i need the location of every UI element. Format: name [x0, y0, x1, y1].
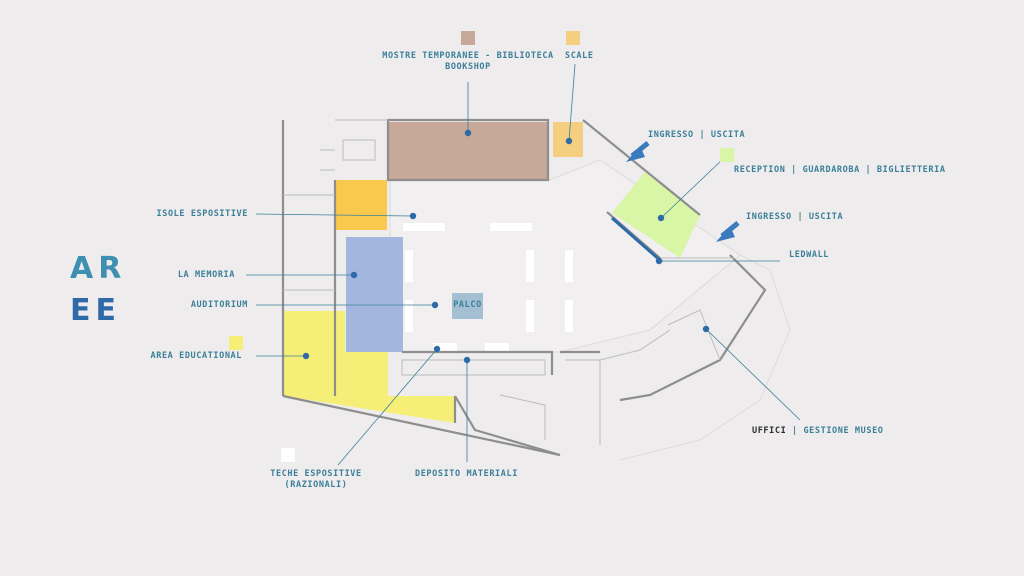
label-gestione: | GESTIONE MUSEO — [786, 426, 884, 436]
label-ledwall: LEDWALL — [789, 250, 830, 260]
palco-area — [452, 293, 483, 319]
teche-cases — [403, 223, 573, 351]
page-title-line-2: EE — [70, 293, 121, 328]
reception-area — [612, 172, 700, 258]
location-dots — [302, 129, 710, 364]
label-palco: PALCO — [453, 300, 482, 310]
educational-area — [284, 311, 455, 423]
label-scale: SCALE — [565, 51, 594, 61]
swatch-teche — [281, 448, 295, 462]
label-educational: AREA EDUCATIONAL — [150, 351, 242, 361]
entrance-arrow-1 — [626, 141, 650, 162]
label-isole: ISOLE ESPOSITIVE — [156, 209, 248, 219]
label-mostre: MOSTRE TEMPORANEE - BIBLIOTECA — [382, 51, 554, 61]
label-ingresso-2: INGRESSO | USCITA — [746, 212, 844, 222]
label-uffici: UFFICI | GESTIONE MUSEO — [752, 426, 884, 437]
label-bookshop: BOOKSHOP — [445, 62, 491, 72]
label-reception: RECEPTION | GUARDAROBA | BIGLIETTERIA — [734, 165, 946, 175]
label-teche-2: (RAZIONALI) — [284, 480, 348, 490]
entrance-arrow-2 — [716, 221, 740, 242]
label-auditorium: AUDITORIUM — [190, 300, 248, 310]
label-uffici-word: UFFICI — [752, 426, 787, 436]
label-teche-1: TECHE ESPOSITIVE — [270, 469, 362, 479]
label-deposito: DEPOSITO MATERIALI — [415, 469, 518, 479]
swatch-scale — [566, 31, 580, 45]
ledwall-line — [611, 216, 663, 264]
thin-walls — [283, 119, 735, 445]
site-outline — [619, 234, 791, 461]
swatch-educational — [229, 336, 243, 350]
label-ingresso-1: INGRESSO | USCITA — [648, 130, 746, 140]
auditorium-area — [346, 237, 403, 352]
page-title-line-1: AR — [70, 251, 127, 286]
swatch-mostre — [461, 31, 475, 45]
swatch-reception — [720, 148, 734, 162]
isole-area — [335, 180, 387, 230]
leader-lines — [246, 63, 801, 466]
label-memoria: LA MEMORIA — [177, 270, 235, 280]
